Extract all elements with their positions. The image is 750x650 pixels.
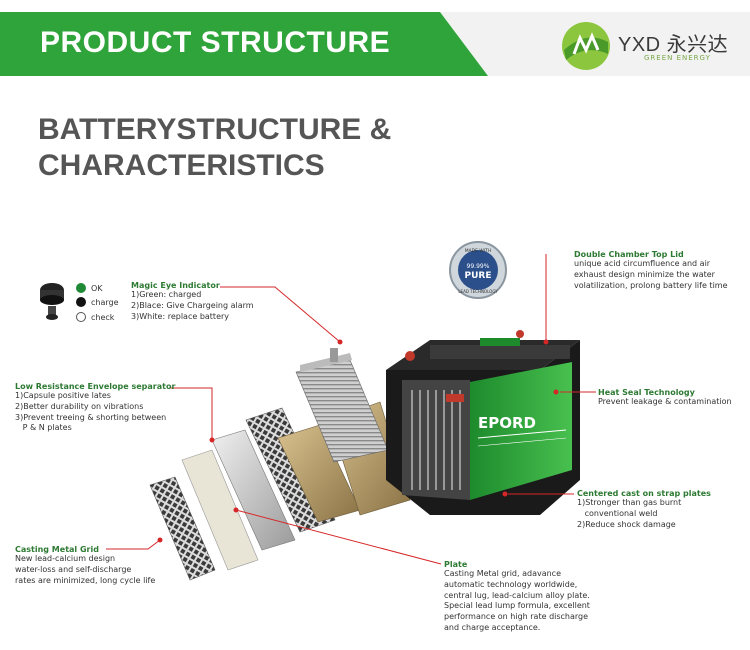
logo-subtitle: GREEN ENERGY xyxy=(644,54,711,62)
callout-line: unique acid circumfluence and air xyxy=(574,259,711,268)
black-dot-icon xyxy=(76,297,86,307)
callout-line: central lug, lead-calcium alloy plate. xyxy=(444,590,590,600)
callout-line: 3)Prevent treeing & shorting between xyxy=(15,412,167,422)
callout-line: 2)Reduce shock damage xyxy=(577,519,676,529)
callout-line: Prevent leakage & contamination xyxy=(598,397,732,406)
callout-line: 2)Better durability on vibrations xyxy=(15,401,144,411)
callout-line: 3)White: replace battery xyxy=(131,311,230,321)
callout-title: Magic Eye Indicator xyxy=(131,281,220,290)
callout-line: P & N plates xyxy=(15,423,72,433)
header-bar: PRODUCT STRUCTURE YXD 永兴达 GREEN ENERGY xyxy=(0,12,750,76)
callout-line: water-loss and self-discharge xyxy=(15,564,132,574)
callout-heat-seal: Heat Seal Technology Prevent leakage & c… xyxy=(598,388,732,408)
callout-title: Low Resistance Envelope separator xyxy=(15,382,176,391)
callout-line: automatic technology worldwide, xyxy=(444,579,578,589)
callout-line: 1)Green: charged xyxy=(131,290,202,299)
svg-text:MADE WITH: MADE WITH xyxy=(465,248,492,254)
pure-lead-badge: MADE WITH 99.99% PURE LEAD TECHNOLOGY xyxy=(449,241,507,299)
callout-line: rates are minimized, long cycle life xyxy=(15,575,156,585)
section-title-line-1: BATTERYSTRUCTURE & xyxy=(38,113,392,146)
callout-line: conventional weld xyxy=(577,508,658,518)
legend-charge-label: charge xyxy=(91,297,119,307)
callout-line: and charge acceptance. xyxy=(444,622,541,632)
callout-line: exhaust design minimize the water xyxy=(574,269,715,279)
callout-cast-on-strap: Centered cast on strap plates 1)Stronger… xyxy=(577,489,711,530)
callout-line: New lead-calcium design xyxy=(15,554,116,563)
green-dot-icon xyxy=(76,283,86,293)
callout-plate: Plate Casting Metal grid, adavance autom… xyxy=(444,560,590,634)
callout-title: Centered cast on strap plates xyxy=(577,489,711,498)
svg-text:99.99%: 99.99% xyxy=(467,263,490,270)
callout-title: Heat Seal Technology xyxy=(598,388,695,397)
legend-check: check xyxy=(76,312,114,322)
svg-text:PURE: PURE xyxy=(465,271,492,281)
white-dot-icon xyxy=(76,312,86,322)
exploded-plates xyxy=(149,348,411,581)
callout-line: 1)Stronger than gas burnt xyxy=(577,498,682,507)
callout-line: performance on high rate discharge xyxy=(444,612,589,622)
battery-brand: EPORD xyxy=(478,414,536,432)
banner: PRODUCT STRUCTURE xyxy=(0,12,488,76)
callout-magic-eye: Magic Eye Indicator 1)Green: charged 2)B… xyxy=(131,281,254,322)
callout-title: Casting Metal Grid xyxy=(15,545,99,554)
section-title-line-2: CHARACTERISTICS xyxy=(38,149,325,182)
callout-line: 1)Capsule positive lates xyxy=(15,391,111,400)
brand-logo: YXD 永兴达 GREEN ENERGY xyxy=(560,18,750,70)
legend-ok: OK xyxy=(76,283,103,293)
section-title: BATTERYSTRUCTURE & CHARACTERISTICS xyxy=(38,112,458,184)
legend-ok-label: OK xyxy=(91,283,103,293)
legend-check-label: check xyxy=(91,312,115,322)
callout-line: volatilization, prolong battery life tim… xyxy=(574,280,728,290)
callout-line: 2)Blace: Give Chargeing alarm xyxy=(131,300,254,310)
callout-title: Double Chamber Top Lid xyxy=(574,250,684,259)
battery-body: EPORD xyxy=(386,330,580,515)
banner-title: PRODUCT STRUCTURE xyxy=(40,26,391,59)
callout-title: Plate xyxy=(444,560,468,569)
callout-double-chamber: Double Chamber Top Lid unique acid circu… xyxy=(574,250,728,291)
logo-name: YXD 永兴达 xyxy=(618,34,729,56)
callout-casting-grid: Casting Metal Grid New lead-calcium desi… xyxy=(15,545,155,586)
legend-charge: charge xyxy=(76,297,119,307)
magic-eye-device xyxy=(40,283,64,320)
callout-line: Special lead lump formula, excellent xyxy=(444,601,590,611)
callout-separator: Low Resistance Envelope separator 1)Caps… xyxy=(15,382,175,434)
logo-leaf-icon xyxy=(562,22,610,70)
callout-line: Casting Metal grid, adavance xyxy=(444,569,561,578)
svg-text:LEAD TECHNOLOGY: LEAD TECHNOLOGY xyxy=(458,289,498,294)
leader-lines xyxy=(106,254,596,565)
